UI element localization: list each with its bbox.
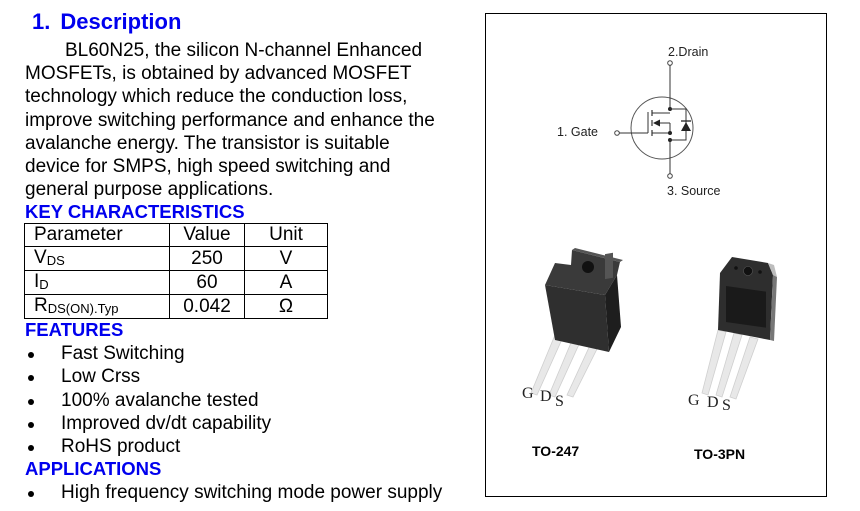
description-paragraph: BL60N25, the silicon N-channel Enhanced … (25, 39, 475, 201)
description-line: technology which reduce the conduction l… (25, 86, 408, 108)
lead-drain (715, 332, 743, 398)
applications-heading: APPLICATIONS (25, 458, 162, 479)
gate-terminal (614, 130, 620, 136)
param-cell: RDS(ON).Typ (24, 294, 170, 319)
package-notch (605, 252, 613, 280)
description-line: general purpose applications. (25, 179, 274, 201)
package-tab (545, 250, 620, 295)
description-line: device for SMPS, high speed switching an… (25, 156, 391, 178)
source-terminal (667, 173, 673, 179)
to247-pin-d: D (540, 388, 552, 405)
table-header-row: Parameter Value Unit (24, 223, 328, 247)
list-item: Low Crss (25, 365, 271, 388)
table-row: RDS(ON).Typ 0.042 Ω (24, 294, 328, 319)
to3pn-pin-g: G (688, 392, 700, 409)
header-parameter: Parameter (24, 223, 170, 247)
param-symbol: I (34, 271, 40, 292)
param-cell: VDS (24, 246, 170, 271)
description-line: improve switching performance and enhanc… (25, 109, 435, 131)
bullet-icon (28, 352, 34, 358)
list-item: 100% avalanche tested (25, 389, 271, 412)
marker-dot (758, 270, 762, 274)
mosfet-schematic (614, 60, 694, 179)
description-line: BL60N25, the silicon N-channel Enhanced (65, 40, 423, 61)
diode-wire (670, 108, 687, 141)
list-item: Improved dv/dt capability (25, 412, 271, 435)
lead-gate (701, 329, 727, 396)
package-face (726, 286, 766, 328)
list-item: High frequency switching mode power supp… (25, 481, 442, 504)
body-arrow-icon (653, 119, 660, 127)
param-subscript: D (39, 277, 49, 292)
description-line: avalanche energy. The transistor is suit… (25, 132, 390, 154)
schematic-circle (630, 96, 694, 160)
gate-label: 1. Gate (557, 125, 598, 139)
to3pn-pin-s: S (722, 397, 731, 414)
unit-cell: A (244, 270, 328, 295)
header-value: Value (169, 223, 245, 247)
features-list: Fast Switching Low Crss 100% avalanche t… (25, 342, 271, 458)
section-title: 1. Description (32, 9, 181, 35)
section-number: 1. (32, 9, 51, 34)
feature-text: 100% avalanche tested (61, 389, 259, 411)
applications-list: High frequency switching mode power supp… (25, 481, 442, 504)
package-side (768, 263, 777, 277)
feature-text: Improved dv/dt capability (61, 412, 272, 434)
key-characteristics-heading: KEY CHARACTERISTICS (25, 201, 245, 222)
feature-text: RoHS product (61, 436, 181, 458)
junction-dot (668, 131, 672, 135)
table-row: ID 60 A (24, 270, 328, 295)
source-label: 3. Source (667, 184, 721, 198)
mounting-hole (582, 261, 594, 273)
key-characteristics-table: Parameter Value Unit VDS 250 V ID 60 A R… (24, 223, 328, 319)
drain-label: 2.Drain (668, 45, 709, 59)
to3pn-pin-d: D (707, 394, 719, 411)
param-subscript: DS(ON).Typ (47, 301, 119, 316)
feature-text: Fast Switching (61, 343, 185, 364)
to3pn-label: TO-3PN (694, 446, 746, 462)
features-heading: FEATURES (25, 319, 124, 340)
package-body (545, 285, 609, 352)
value-cell: 250 (169, 246, 245, 271)
header-unit: Unit (244, 223, 328, 247)
feature-text: Low Crss (61, 366, 141, 388)
description-line: MOSFETs, is obtained by advanced MOSFET (25, 63, 412, 85)
unit-cell: Ω (244, 294, 328, 319)
value-cell: 60 (169, 270, 245, 295)
package-side-edge (770, 275, 777, 341)
to247-pin-s: S (555, 393, 564, 410)
bullet-icon (28, 375, 34, 382)
param-subscript: DS (46, 253, 65, 268)
lead-source (729, 336, 759, 400)
section-title-text: Description (60, 9, 182, 34)
to247-pin-g: G (522, 385, 534, 402)
diode-icon (681, 122, 691, 131)
param-cell: ID (24, 270, 170, 295)
bullet-icon (28, 445, 34, 452)
to3pn-package-image (701, 257, 777, 400)
drain-terminal (667, 60, 673, 66)
marker-dot (734, 266, 738, 270)
bullet-icon (28, 491, 34, 497)
list-item: RoHS product (25, 435, 271, 458)
package-side (605, 275, 621, 352)
list-item: Fast Switching (25, 342, 271, 365)
figure-box (485, 13, 827, 497)
param-symbol: V (34, 247, 47, 268)
mounting-hole (743, 266, 753, 276)
param-symbol: R (34, 295, 48, 316)
to247-package-image (530, 248, 623, 398)
to247-label: TO-247 (532, 443, 580, 459)
table-row: VDS 250 V (24, 246, 328, 271)
bullet-icon (28, 398, 34, 405)
bullet-icon (28, 421, 34, 428)
unit-cell: V (244, 246, 328, 271)
value-cell: 0.042 (169, 294, 245, 319)
application-text: High frequency switching mode power supp… (61, 482, 443, 503)
